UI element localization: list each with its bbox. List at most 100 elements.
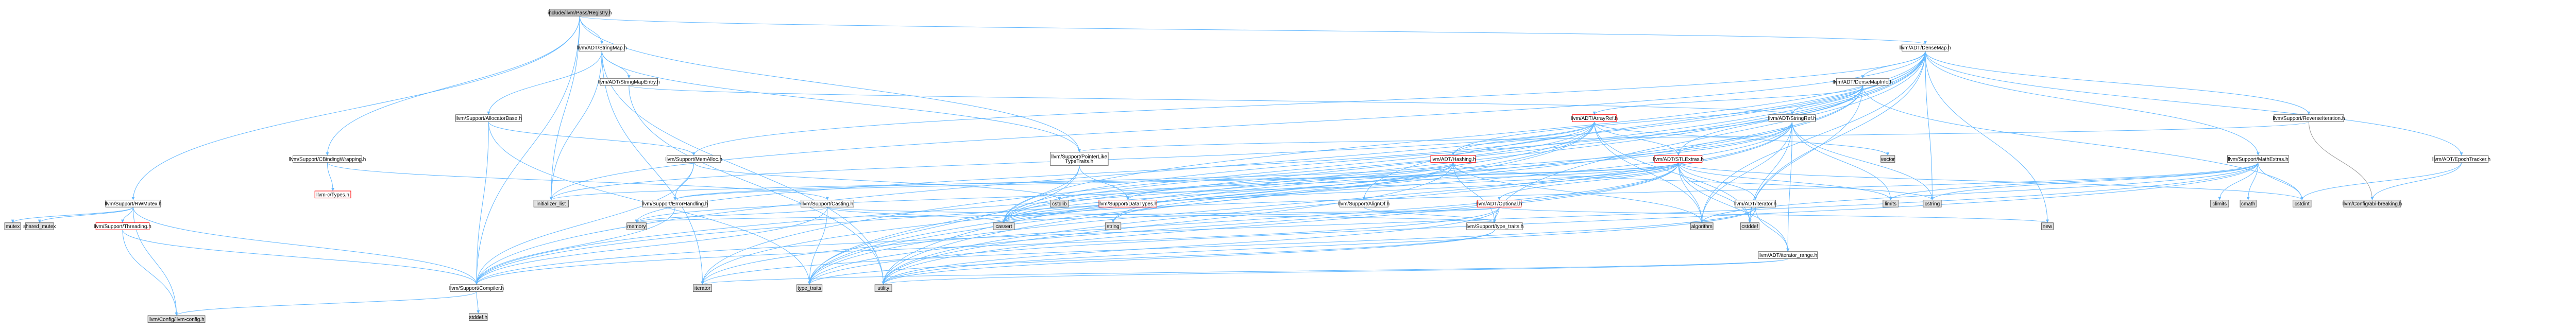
edge-densemap-to-cstring: [1925, 51, 1933, 200]
edge-densemap-to-iteratorsys: [702, 51, 1926, 285]
node-box: [1836, 78, 1889, 86]
node-label: llvm/Config/llvm-config.h: [148, 317, 204, 322]
edge-arrowhead: [474, 281, 478, 285]
node-box: [692, 284, 713, 292]
node-errorhandling[interactable]: llvm/Support/ErrorHandling.h: [642, 200, 708, 207]
node-stlextras[interactable]: llvm/ADT/STLExtras.h: [1653, 155, 1704, 163]
node-stringmap[interactable]: llvm/ADT/StringMap.h: [577, 44, 627, 51]
node-rwmutex[interactable]: llvm/Support/RWMutex.h: [105, 200, 162, 207]
edge-rwmutex-to-sharedmutex: [39, 206, 133, 223]
node-iterator[interactable]: llvm/ADT/iterator.h: [1734, 200, 1776, 207]
edge-hashing-to-errorhandling: [674, 162, 1454, 200]
edge-optional-to-utility: [883, 207, 1500, 285]
node-box: [147, 315, 206, 323]
edge-casting-to-cassert: [827, 206, 1004, 223]
node-ctypes[interactable]: llvm-c/Types.h: [314, 190, 351, 199]
node-compiler[interactable]: llvm/Support/Compiler.h: [449, 284, 504, 292]
node-label: llvm/Support/MathExtras.h: [2228, 157, 2288, 162]
node-label: llvm/Support/PointerLike: [1052, 154, 1108, 160]
edge-arrowhead: [1497, 197, 1501, 200]
edge-casting-to-typetraitsh: [827, 206, 1495, 223]
node-box: [1050, 200, 1069, 207]
edge-reverseiteration-to-pointerliketypetraits: [1079, 121, 2309, 153]
node-cassert: cassert: [993, 222, 1015, 230]
node-densemap[interactable]: llvm/ADT/DenseMap.h: [1900, 44, 1951, 51]
node-label: llvm/ADT/StringRef.h: [1768, 116, 1816, 121]
edge-arrowhead: [808, 281, 811, 285]
node-casting[interactable]: llvm/Support/Casting.h: [801, 200, 854, 207]
edge-root-to-stringmap: [579, 16, 602, 44]
edge-stringmap-to-initializerlist: [551, 51, 602, 200]
edge-densemapinfo-to-utility: [883, 85, 1863, 285]
node-reverseiteration[interactable]: llvm/Support/ReverseIteration.h: [2273, 114, 2345, 122]
node-label: type_traits: [798, 286, 821, 291]
edge-stringref-to-typetraits: [809, 121, 1792, 285]
node-memalloc[interactable]: llvm/Support/MemAlloc.h: [665, 155, 722, 163]
edge-arrowhead: [882, 281, 885, 285]
node-iteratorrange[interactable]: llvm/ADT/iterator_range.h: [1758, 251, 1818, 259]
node-hashing[interactable]: llvm/ADT/Hashing.h: [1430, 155, 1476, 163]
node-stringmapentry[interactable]: llvm/ADT/StringMapEntry.h: [598, 78, 660, 86]
node-label: llvm/Support/type_traits.h: [1465, 224, 1523, 230]
node-box: [105, 200, 161, 207]
node-box: [450, 284, 503, 292]
node-box: [1740, 222, 1759, 230]
node-box: [1105, 222, 1122, 230]
node-box: [4, 222, 21, 230]
edge-densemap-to-alignof: [1363, 51, 1926, 200]
edge-stlextras-to-initializerlist: [551, 162, 1679, 200]
node-allocatorbase[interactable]: llvm/Support/AllocatorBase.h: [455, 114, 522, 122]
node-label: llvm/Support/ErrorHandling.h: [642, 201, 708, 207]
node-root: include/llvm/Pass/Registry.h: [548, 9, 612, 16]
node-threading[interactable]: llvm/Support/Threading.h: [94, 222, 151, 230]
node-optional[interactable]: llvm/ADT/Optional.h: [1476, 200, 1522, 207]
node-label: llvm/ADT/iterator.h: [1734, 201, 1776, 207]
node-label: cassert: [995, 224, 1012, 230]
edge-arrowhead: [825, 197, 829, 200]
edge-arrowhead: [326, 152, 329, 156]
edge-arrowhead: [1886, 152, 1890, 156]
node-label: llvm-c/Types.h: [316, 192, 349, 198]
node-stringref[interactable]: llvm/ADT/StringRef.h: [1768, 114, 1816, 122]
node-configabi: llvm/Config/abi-breaking.h: [2343, 200, 2402, 207]
edge-mathextras-to-algorithm: [1701, 162, 2259, 223]
node-box: [579, 44, 625, 51]
node-mathextras[interactable]: llvm/Support/MathExtras.h: [2227, 155, 2289, 163]
node-box: [1758, 251, 1818, 259]
node-typetraitsh[interactable]: llvm/Support/type_traits.h: [1465, 222, 1523, 230]
node-epochtracker[interactable]: llvm/ADT/EpochTracker.h: [2432, 155, 2490, 163]
edge-optional-to-new: [1499, 206, 2048, 223]
node-cbindingwrapping[interactable]: llvm/Support/CBindingWrapping.h: [289, 155, 366, 163]
edge-stringref-to-cstddef: [1749, 121, 1792, 223]
node-label: stddef.h: [469, 315, 487, 320]
node-label: llvm/Config/abi-breaking.h: [2343, 201, 2402, 207]
edge-densemap-to-mathextras: [1925, 51, 2259, 156]
node-label: utility: [877, 286, 889, 291]
node-alignof[interactable]: llvm/Support/AlignOf.h: [1338, 200, 1390, 207]
node-densemapinfo[interactable]: llvm/ADT/DenseMapInfo.h: [1833, 78, 1893, 86]
node-arrayref[interactable]: llvm/ADT/ArrayRef.h: [1571, 114, 1618, 122]
edge-cbindingwrapping-to-ctypes: [327, 162, 333, 191]
node-limits: limits: [1883, 200, 1899, 207]
edge-mathextras-to-cstdint: [2258, 162, 2302, 200]
edge-hashing-to-string: [1113, 162, 1454, 223]
node-box: [1477, 200, 1522, 207]
node-box: [1340, 200, 1388, 207]
node-box: [2343, 200, 2401, 207]
edge-casting-to-memory: [636, 206, 828, 223]
edge-stlextras-to-memory: [636, 162, 1679, 223]
node-box: [2041, 222, 2054, 230]
node-initializerlist: initializer_list: [533, 200, 569, 207]
edge-stlextras-to-utility: [883, 162, 1679, 285]
edge-densemap-to-memalloc: [693, 51, 1926, 156]
edge-arrowhead: [2246, 197, 2250, 200]
edge-arrowhead: [1058, 197, 1061, 200]
edge-arrowhead: [1748, 219, 1752, 223]
edge-arrowhead: [1930, 197, 1934, 200]
node-label: llvm/ADT/ArrayRef.h: [1571, 116, 1618, 121]
node-datatypes[interactable]: llvm/Support/DataTypes.h: [1098, 200, 1158, 207]
node-climits: climits: [2210, 200, 2229, 207]
edge-stlextras-to-optional: [1499, 162, 1679, 200]
node-box: [993, 222, 1015, 230]
